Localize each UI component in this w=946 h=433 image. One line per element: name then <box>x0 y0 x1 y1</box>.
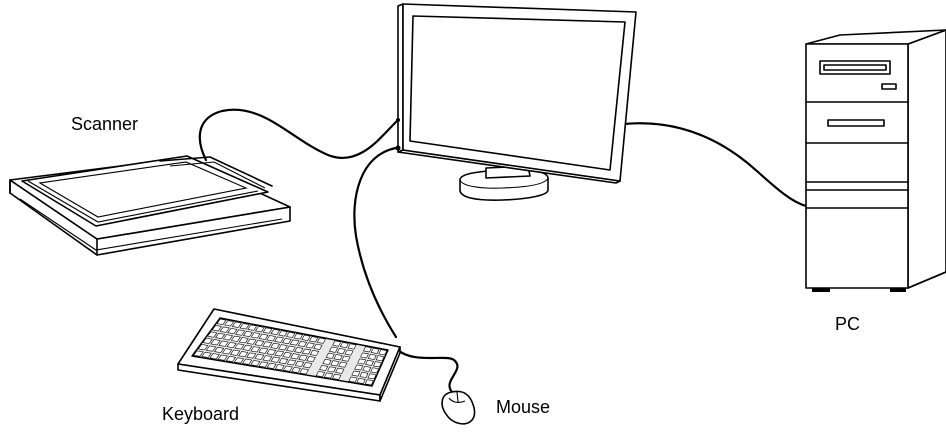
keyboard-label: Keyboard <box>162 405 239 423</box>
scanner-label: Scanner <box>71 115 138 133</box>
mouse-icon <box>442 391 474 423</box>
mouse-cable <box>398 350 457 392</box>
scanner-cable <box>200 110 398 160</box>
keyboard-icon <box>178 309 400 401</box>
pc-tower-icon <box>806 30 946 292</box>
scanner-icon <box>10 156 290 255</box>
pc-label: PC <box>835 315 860 333</box>
keyboard-cable <box>354 148 396 337</box>
mouse-label: Mouse <box>496 398 550 416</box>
monitor-icon <box>396 4 637 200</box>
monitor-pc-cable <box>624 123 806 206</box>
